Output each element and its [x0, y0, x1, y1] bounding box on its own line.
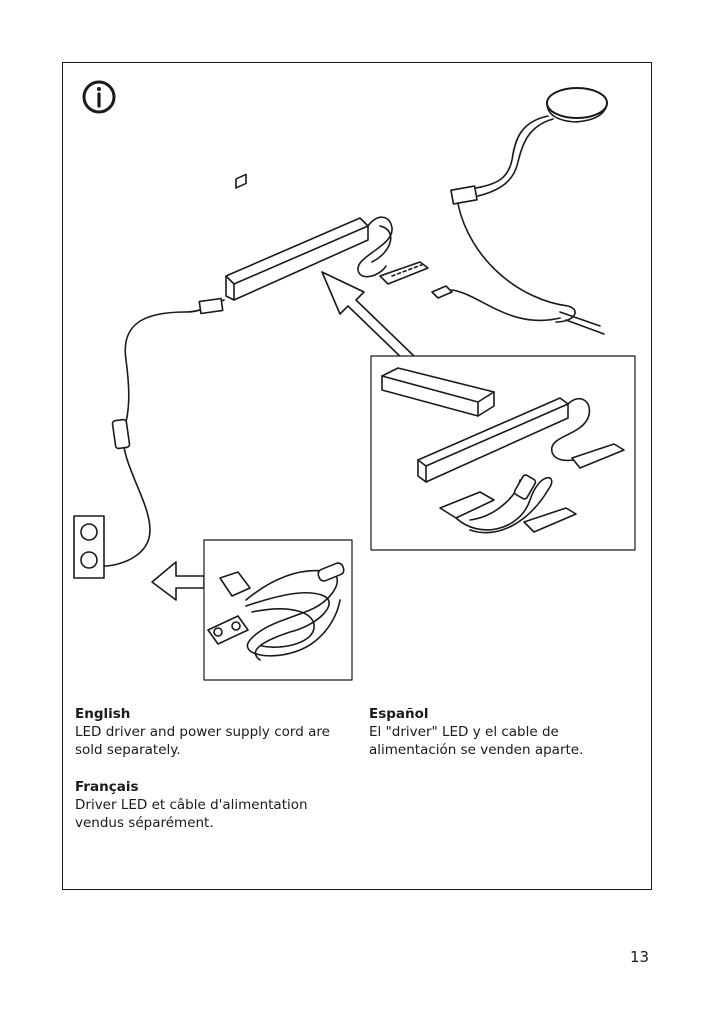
english-section: English LED driver and power supply cord… [75, 705, 355, 759]
cord-inset [203, 539, 353, 681]
french-heading: Français [75, 779, 139, 795]
french-text: Driver LED et câble d'alimentation vendu… [75, 797, 308, 831]
french-section: Français Driver LED et câble d'alimentat… [75, 778, 355, 832]
content-frame [62, 62, 652, 890]
page-number: 13 [630, 948, 650, 966]
info-icon [82, 80, 116, 114]
spanish-heading: Español [369, 706, 429, 722]
power-cord-icon [73, 297, 225, 579]
arrow-icon [151, 561, 205, 601]
led-driver-icon [225, 173, 561, 322]
lamp-icon [450, 87, 608, 335]
arrow-icon [321, 271, 417, 365]
spanish-section: Español El "driver" LED y el cable de al… [369, 705, 649, 759]
inset-drivers-icon [381, 367, 625, 534]
spanish-text: El "driver" LED y el cable de alimentaci… [369, 724, 584, 758]
inset-cord-icon [207, 562, 345, 661]
english-heading: English [75, 706, 131, 722]
english-text: LED driver and power supply cord are sol… [75, 724, 330, 758]
